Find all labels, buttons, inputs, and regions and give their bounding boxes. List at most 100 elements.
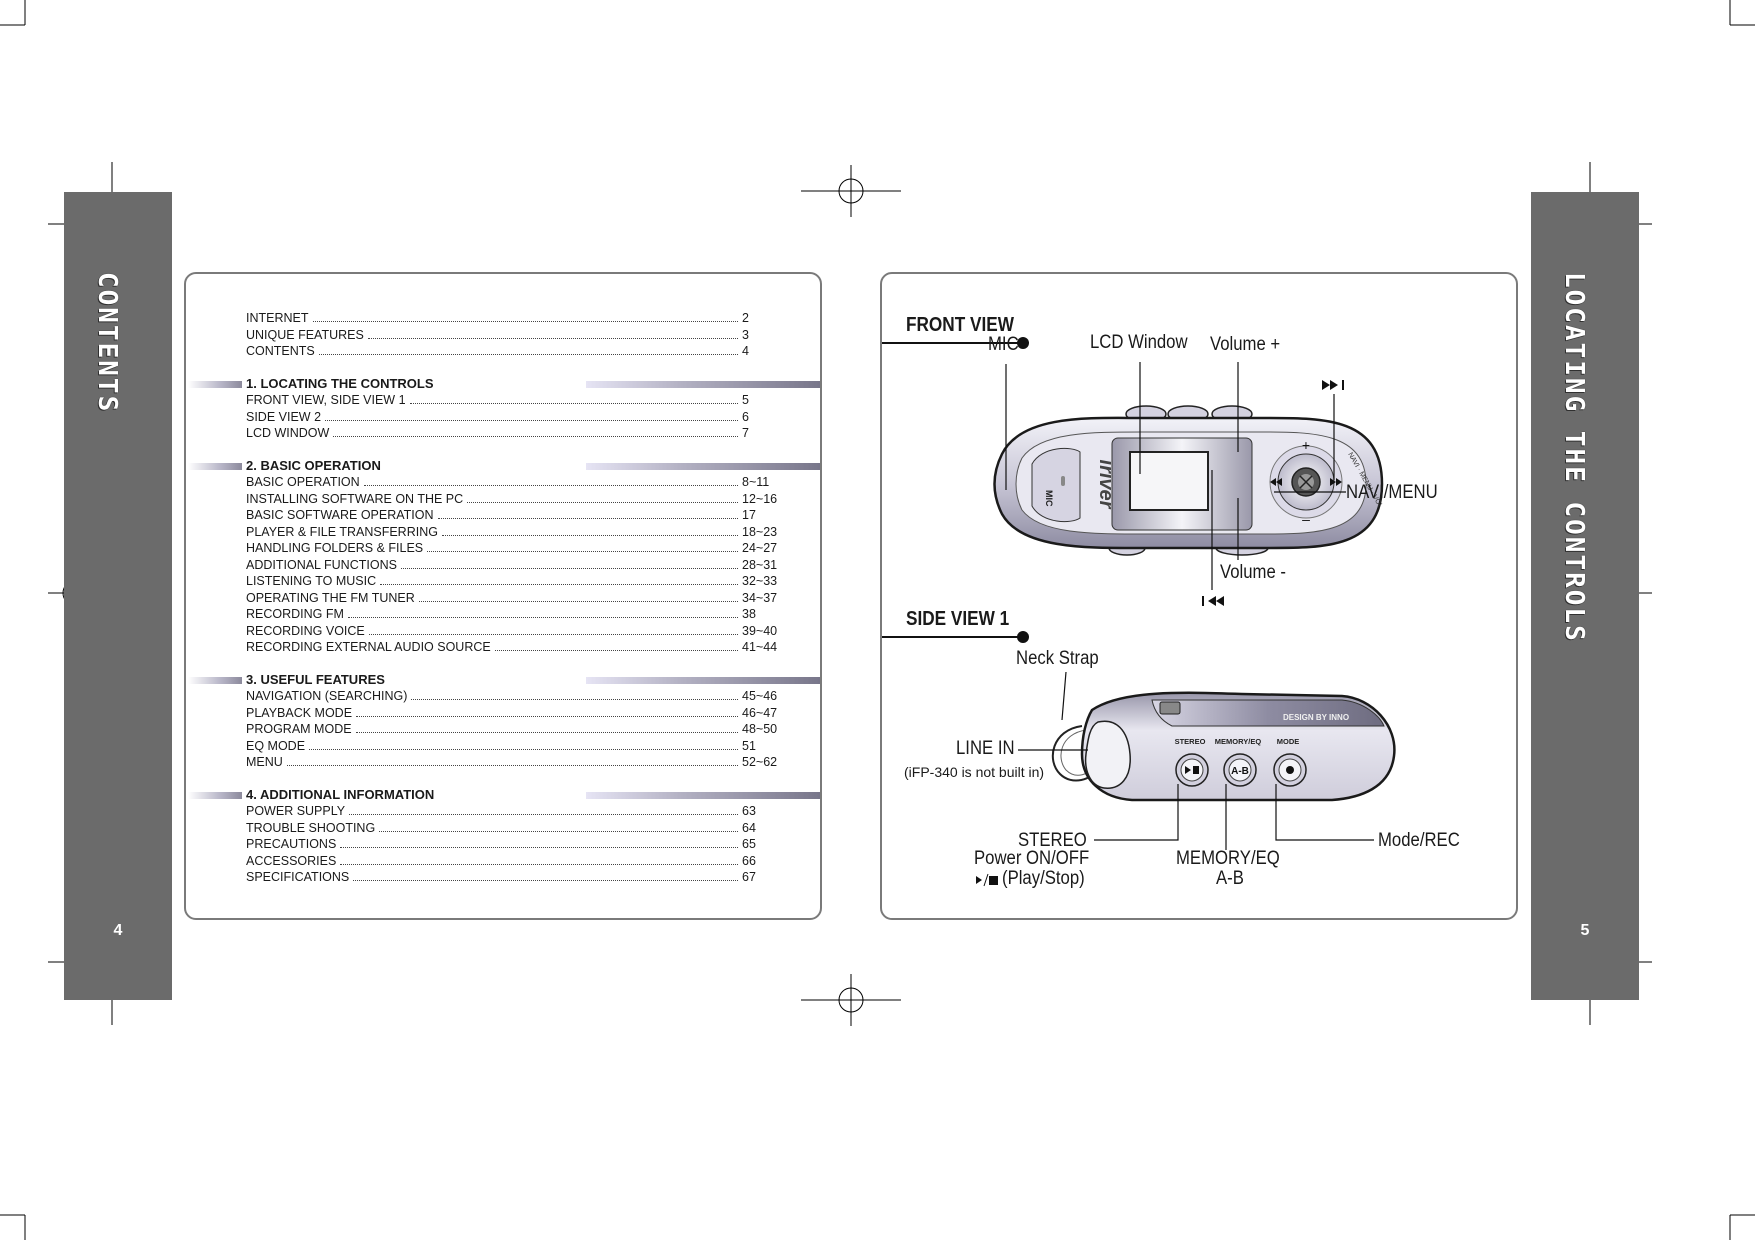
toc-entry-page: 28~31 [742, 557, 778, 572]
side-view-leader-lines [1018, 671, 1374, 850]
front-view-title: FRONT VIEW [906, 314, 1014, 336]
toc-entry-title: RECORDING VOICE [246, 623, 365, 638]
callout-volume-down: Volume - [1220, 562, 1286, 583]
svg-text:+: + [1302, 437, 1310, 453]
toc-dot-leader [494, 639, 738, 651]
toc-entry-page: 6 [742, 409, 749, 424]
toc-entry: SPECIFICATIONS 67 [246, 869, 786, 885]
toc-entry-title: BASIC OPERATION [246, 475, 360, 489]
toc-entry-title: NAVIGATION (SEARCHING) [246, 689, 408, 703]
toc-dot-leader [380, 573, 738, 585]
callout-volume-up: Volume + [1210, 334, 1281, 355]
section-divider-left [188, 380, 242, 388]
toc-entry-page: 65 [742, 837, 756, 851]
toc-entry: ACCESSORIES 66 [246, 853, 786, 869]
callout-mode-rec: Mode/REC [1378, 830, 1460, 851]
side-view-title: SIDE VIEW 1 [906, 608, 1010, 630]
toc-entry-title: SPECIFICATIONS [246, 870, 350, 884]
toc-dot-leader [411, 688, 738, 700]
callout-navi-menu: NAVI/MENU [1346, 482, 1438, 503]
toc-entry-title: ACCESSORIES [246, 853, 337, 868]
device-stereo-text: STEREO [1175, 737, 1206, 746]
toc-dot-leader [379, 820, 738, 832]
toc-section-heading: 4. ADDITIONAL INFORMATION [246, 786, 435, 802]
toc-entry-title: INSTALLING SOFTWARE ON THE PC [246, 491, 464, 506]
toc-entry-title: OPERATING THE FM TUNER [246, 590, 415, 605]
toc-entry-title: MENU [246, 755, 283, 769]
toc-dot-leader [437, 507, 738, 519]
toc-dot-leader [340, 836, 738, 848]
toc-entry-title: EQ MODE [246, 738, 306, 753]
toc-entry-title: HANDLING FOLDERS & FILES [246, 541, 424, 555]
page-number-right: 5 [1580, 922, 1590, 939]
toc-entry-page: 2 [742, 311, 749, 325]
toc-dot-leader [467, 491, 738, 503]
toc-entry-title: ADDITIONAL FUNCTIONS [246, 557, 397, 572]
device-ab-text: A-B [1231, 766, 1249, 777]
section-divider-right [586, 676, 820, 684]
toc-entry-page: 18~23 [742, 524, 778, 539]
section-divider-right [586, 380, 820, 388]
callout-line-in: LINE IN [956, 738, 1015, 759]
toc-entry: CONTENTS 4 [246, 343, 786, 359]
section-divider-right [586, 462, 820, 470]
toc-entry-title: RECORDING EXTERNAL AUDIO SOURCE [246, 640, 491, 654]
device-design-text: DESIGN BY INNO [1283, 713, 1349, 722]
toc-entry: OPERATING THE FM TUNER 34~37 [246, 590, 786, 606]
toc-dot-leader [400, 557, 738, 569]
toc-dot-leader [349, 803, 738, 815]
controls-diagram-panel: FRONT VIEW MIC iriver [880, 272, 1518, 920]
toc-entry-page: 64 [742, 820, 756, 835]
toc-entry: NAVIGATION (SEARCHING)45~46 [246, 688, 786, 704]
callout-memory-eq: MEMORY/EQ [1176, 848, 1280, 869]
svg-text:–: – [1302, 511, 1310, 527]
toc-dot-leader [347, 606, 738, 618]
callout-lcd-window: LCD Window [1090, 332, 1188, 353]
toc-entry-page: 51 [742, 738, 756, 753]
device-mode-text: MODE [1277, 737, 1300, 746]
toc-entry-title: UNIQUE FEATURES [246, 327, 364, 342]
toc-entry-page: 66 [742, 853, 756, 868]
section-divider-left [188, 791, 242, 799]
toc-entry-page: 34~37 [742, 590, 778, 605]
locating-controls-side-tab: LOCATING THE CONTROLS 5 [1531, 192, 1639, 1000]
toc-dot-leader [356, 705, 738, 717]
toc-dot-leader [318, 343, 738, 355]
callout-mic: MIC [988, 334, 1019, 355]
toc-dot-leader [368, 623, 738, 635]
toc-dot-leader [333, 425, 738, 437]
toc-entry-page: 41~44 [742, 640, 778, 654]
toc-entry-title: CONTENTS [246, 344, 315, 358]
toc-dot-leader [441, 524, 738, 536]
toc-entry-page: 32~33 [742, 574, 778, 588]
toc-entry: EQ MODE 51 [246, 738, 786, 754]
side-view-dot [1017, 631, 1029, 643]
toc-entry-page: 24~27 [742, 541, 778, 555]
device-mic-label: MIC [1044, 490, 1054, 507]
toc-entry-page: 4 [742, 344, 749, 358]
callout-neck-strap: Neck Strap [1016, 648, 1099, 669]
toc-dot-leader [340, 853, 738, 865]
toc-entry-page: 38 [742, 607, 756, 621]
callout-power-on-off: Power ON/OFF [974, 848, 1090, 869]
toc-dot-leader [355, 721, 738, 733]
toc-dot-leader [427, 540, 738, 552]
toc-dot-leader [367, 327, 738, 339]
toc-entry-title: BASIC SOFTWARE OPERATION [246, 508, 434, 522]
toc-entry-title: TROUBLE SHOOTING [246, 820, 376, 835]
toc-entry-page: 67 [742, 870, 756, 884]
toc-entry-title: POWER SUPPLY [246, 804, 346, 818]
toc-entry-title: PROGRAM MODE [246, 722, 352, 736]
toc-entry-title: INTERNET [246, 311, 309, 325]
